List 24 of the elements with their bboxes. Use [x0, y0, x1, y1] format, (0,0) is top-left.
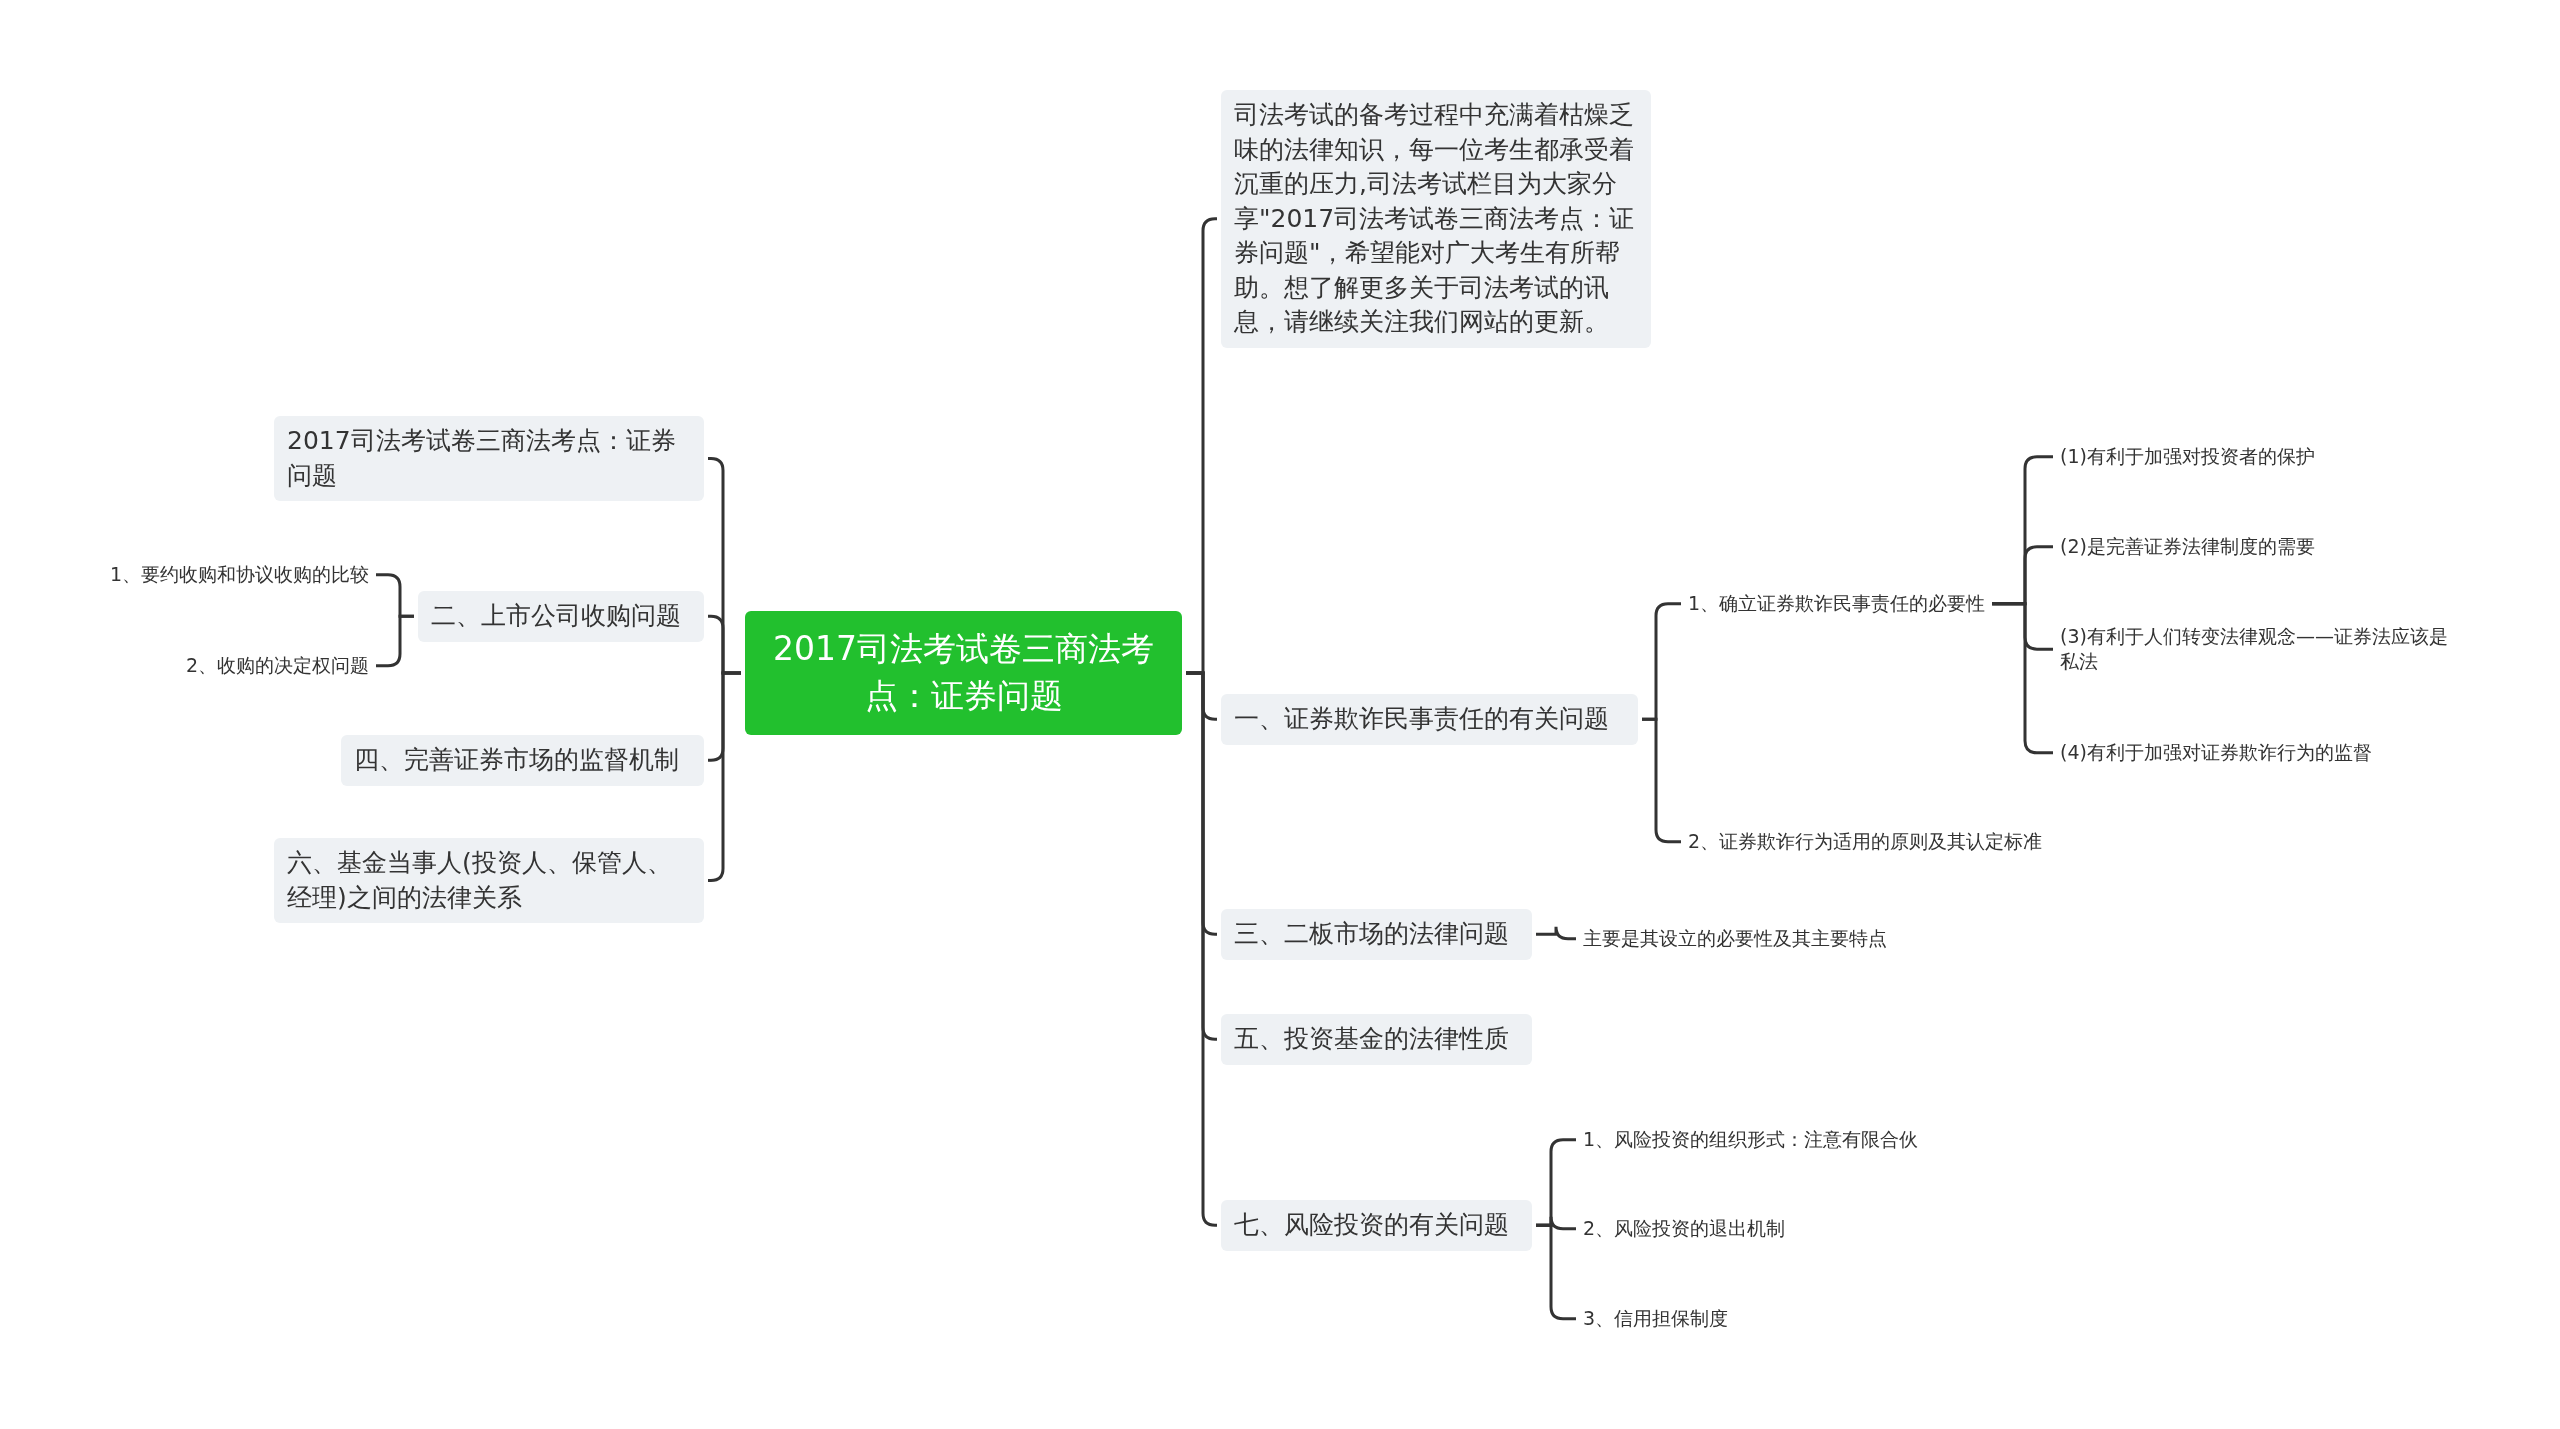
connector-line	[376, 614, 414, 668]
subtopic-text: (2)是完善证券法律制度的需要	[2057, 532, 2318, 562]
subtopic-text: (3)有利于人们转变法律观念——证券法应该是私法	[2057, 621, 2457, 677]
subtopic-text: 2、证券欺诈行为适用的原则及其认定标准	[1685, 827, 2046, 857]
topic-box: 二、上市公司收购问题	[418, 591, 704, 642]
central-topic-box: 2017司法考试卷三商法考点：证券问题	[745, 611, 1182, 735]
subtopic-text: 主要是其设立的必要性及其主要特点	[1580, 924, 1890, 954]
topic-box: 六、基金当事人(投资人、保管人、经理)之间的法律关系	[274, 838, 704, 923]
subtopic-text: (1)有利于加强对投资者的保护	[2057, 442, 2318, 472]
topic-box: 2017司法考试卷三商法考点：证券问题	[274, 416, 704, 501]
subtopic-text: 1、风险投资的组织形式：注意有限合伙	[1580, 1125, 1922, 1155]
topic-box: 四、完善证券市场的监督机制	[341, 735, 704, 786]
subtopic-text: 1、确立证券欺诈民事责任的必要性	[1685, 589, 1989, 619]
connector-line	[1536, 925, 1576, 941]
subtopic-text: (4)有利于加强对证券欺诈行为的监督	[2057, 738, 2375, 768]
subtopic-text: 1、要约收购和协议收购的比较	[106, 560, 372, 590]
description-box: 司法考试的备考过程中充满着枯燥乏味的法律知识，每一位考生都承受着沉重的压力,司法考试栏目为大家分享"2017司法考试卷三商法考点：证券问题"，希望能对广大考生有所帮助。想了解更多关于司法考试的讯息，请继续关注我们网站的更新。	[1221, 90, 1651, 348]
subtopic-text: 3、信用担保制度	[1580, 1304, 1732, 1334]
topic-box: 五、投资基金的法律性质	[1221, 1014, 1532, 1065]
topic-box: 一、证券欺诈民事责任的有关问题	[1221, 694, 1638, 745]
topic-box: 七、风险投资的有关问题	[1221, 1200, 1532, 1251]
subtopic-text: 2、收购的决定权问题	[182, 651, 372, 681]
topic-box: 三、二板市场的法律问题	[1221, 909, 1532, 960]
subtopic-text: 2、风险投资的退出机制	[1580, 1214, 1789, 1244]
